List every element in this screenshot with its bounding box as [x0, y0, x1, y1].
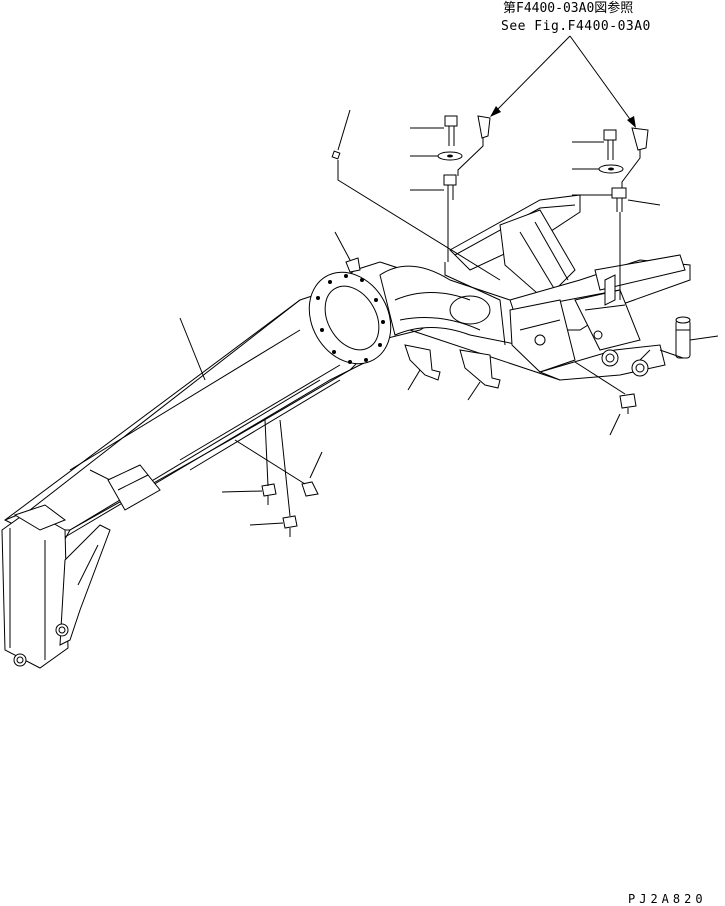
flange-ring	[308, 271, 392, 365]
leader-lines	[179, 109, 719, 526]
bracket-plates	[331, 150, 501, 389]
rear-subframe	[449, 194, 691, 381]
bolt-group-right	[598, 127, 649, 212]
dowel-pin-right	[675, 316, 691, 359]
frame-front-end-plate	[1, 464, 161, 669]
reference-note-japanese: 第F4400-03A0図参照	[503, 0, 633, 16]
bolt-group-left	[437, 115, 491, 200]
curved-tube-section	[379, 265, 561, 381]
reference-note-english: See Fig.F4400-03A0	[501, 19, 651, 34]
reference-arrows	[490, 35, 636, 128]
drawing-code: PJ2A820	[628, 892, 707, 906]
bolt-group-lower	[234, 361, 637, 537]
